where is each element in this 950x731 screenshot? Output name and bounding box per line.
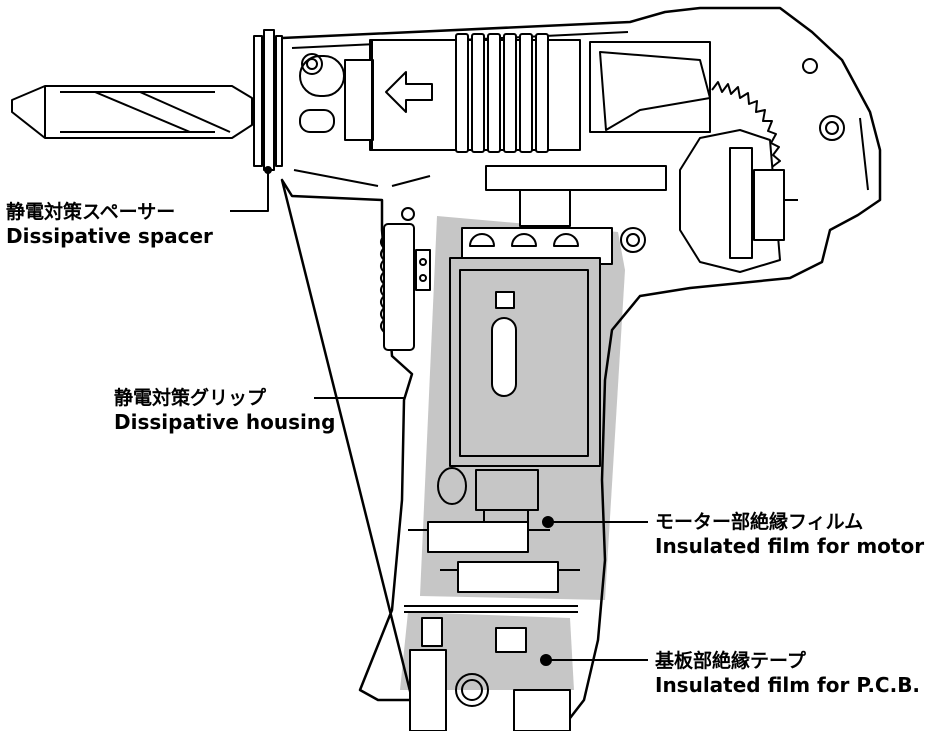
leader-lines [230,172,648,666]
dissipative-spacer [253,29,283,174]
valve-unit [679,129,798,273]
gear-teeth [711,81,781,168]
pcb [404,521,580,731]
label-housing-jp: 静電対策グリップ [114,387,267,409]
label-spacer-en: Dissipative spacer [6,224,213,248]
pump-gear [589,41,845,168]
label-motor-film: モーター部絶縁フィルム Insulated film for motor [655,510,924,558]
label-dissipative-spacer: 静電対策スペーサー Dissipative spacer [6,200,213,248]
label-motor-jp: モーター部絶縁フィルム [655,511,864,533]
trigger-switch [380,223,431,351]
label-housing-en: Dissipative housing [114,410,336,434]
nozzle [11,85,253,139]
label-spacer-jp: 静電対策スペーサー [6,201,176,223]
motor [437,227,613,529]
label-pcb-film: 基板部絶縁テープ Insulated film for P.C.B. [655,649,920,697]
heater-fins [455,33,549,153]
label-pcb-jp: 基板部絶縁テープ [655,650,806,672]
label-dissipative-housing: 静電対策グリップ Dissipative housing [114,386,335,434]
label-pcb-en: Insulated film for P.C.B. [655,673,921,697]
flow-arrow-icon [385,71,433,113]
housing-outline [280,6,882,731]
frame-parts [401,165,667,253]
label-motor-en: Insulated film for motor [655,534,925,558]
